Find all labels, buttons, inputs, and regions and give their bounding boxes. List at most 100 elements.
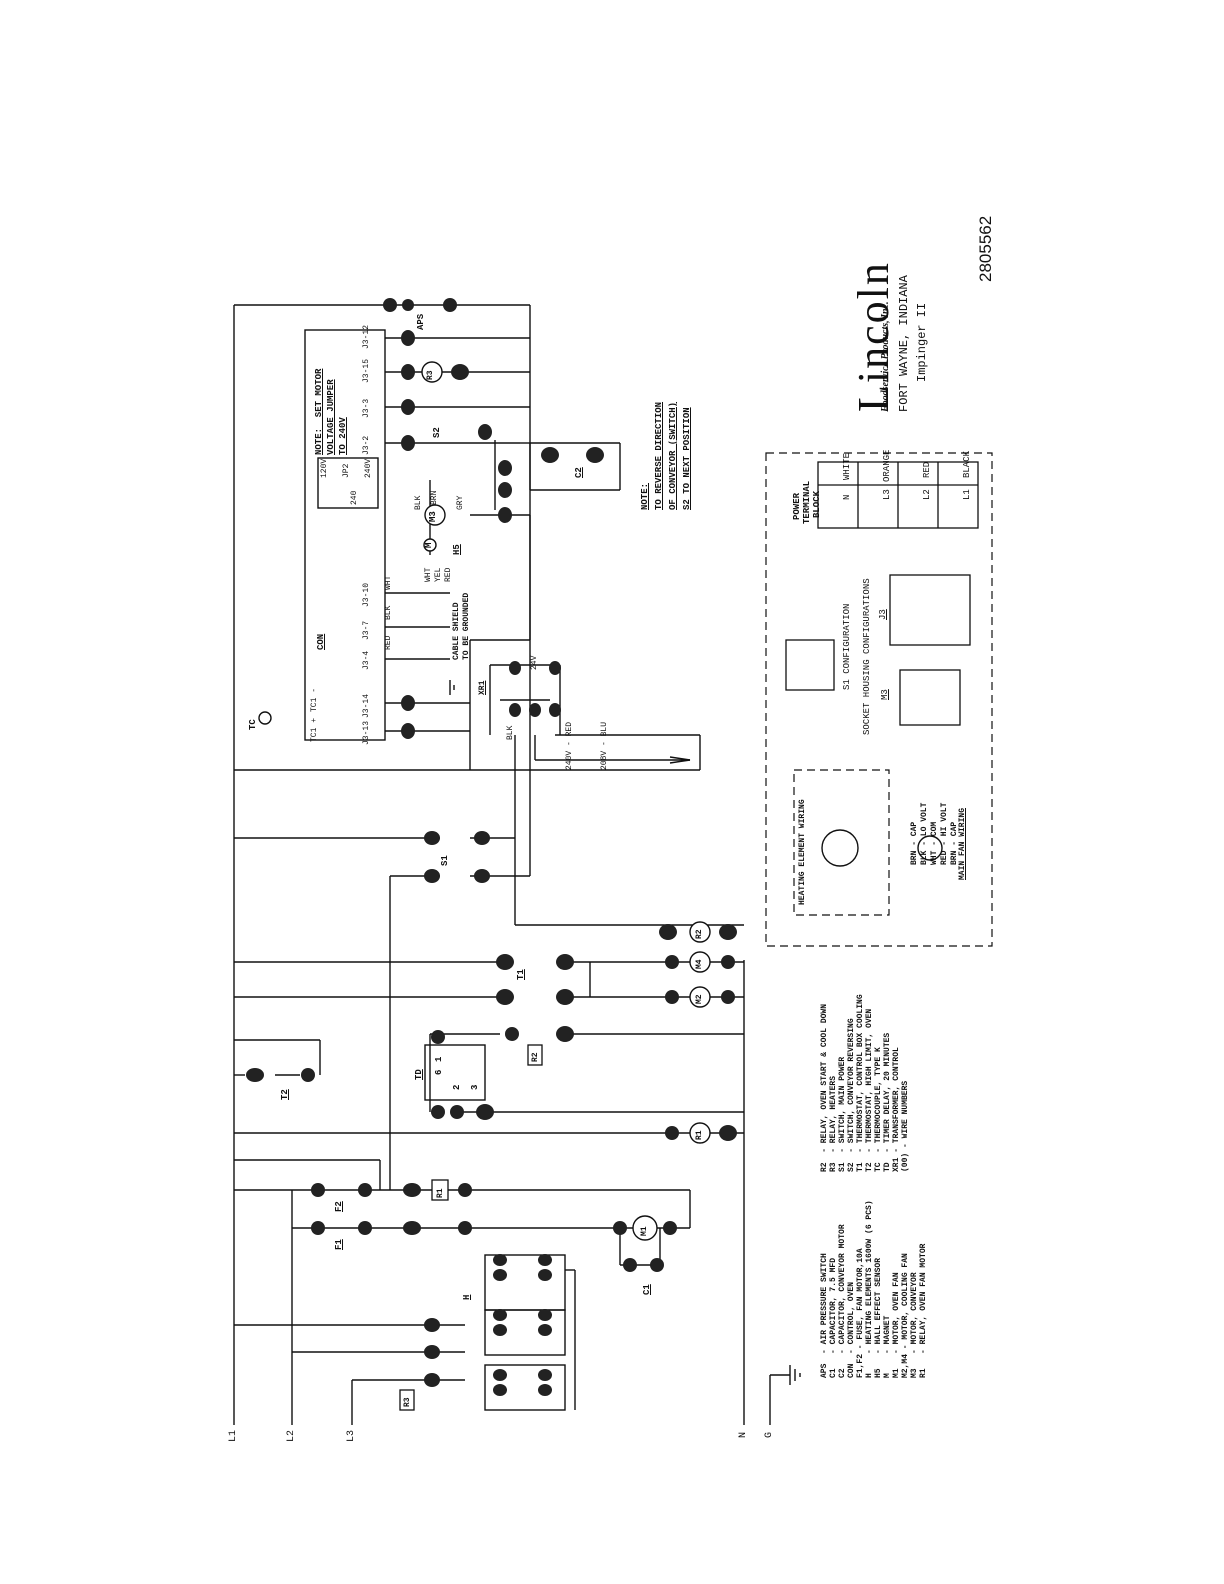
jumper-120v: 120V (320, 458, 329, 478)
power-block-color: WHITE (842, 452, 852, 480)
sensor-yel: YEL (434, 567, 443, 582)
con-tc-plus: TC1 + (310, 717, 319, 742)
note-reverse-4: S2 TO NEXT POSITION (682, 407, 692, 510)
con-terminal-j3-15: J3-15 (362, 358, 371, 383)
r2-load-label: R2 (695, 929, 704, 939)
main-fan-line: BRN - CAP (950, 821, 959, 865)
brand-logo: Lincoln (849, 261, 898, 412)
power-block-color: BLACK (962, 450, 972, 478)
xr1-tap-208: 208V - BLU (600, 721, 609, 770)
s1-label: S1 (440, 855, 450, 866)
power-block-term: N (842, 494, 852, 500)
legend-item: H5 - HALL EFFECT SENSOR (874, 1257, 883, 1378)
sensor-red: RED (444, 567, 453, 582)
r1-label: R1 (436, 1188, 445, 1198)
main-fan-line: BRN - CAP (910, 821, 919, 865)
sensor-wht: WHT (424, 567, 433, 582)
main-fan-line: BLK - LO VOLT (920, 802, 929, 865)
wire-color-blk: BLK (384, 605, 393, 620)
con-tc-minus: TC1 - (310, 687, 319, 712)
note-reverse-2: TO REVERSE DIRECTION (654, 401, 664, 510)
power-block-color: RED (922, 461, 932, 478)
con-terminal-j3-14: J3-14 (362, 693, 371, 718)
legend-item: S2 - SWITCH, CONVEYOR REVERSING (847, 1018, 856, 1172)
con-terminal-j3-4: J3-4 (362, 650, 371, 670)
note-motor-voltage-1: NOTE: SET MOTOR (314, 368, 324, 455)
m3-label: M3 (428, 511, 438, 522)
h5-label: H5 (452, 544, 462, 555)
socket-housing-label: SOCKET HOUSING CONFIGURATIONS (862, 578, 872, 735)
power-block-term: L3 (882, 489, 892, 500)
legend-item: M1 - MOTOR, OVEN FAN (892, 1272, 901, 1378)
con-terminal-j3-13: J3-13 (362, 720, 371, 745)
socket-j3-label: J3 (878, 609, 888, 620)
m3-blk: BLK (414, 495, 423, 510)
legend-item: M - MAGNET (883, 1315, 892, 1378)
r3-top-label: R3 (426, 370, 435, 380)
con-label: CON (316, 633, 326, 650)
m3-gry: GRY (456, 495, 465, 510)
legend-item: R2 - RELAY, OVEN START & COOL DOWN (820, 1003, 829, 1172)
r1-load-label: R1 (695, 1130, 704, 1140)
legend-item: (00) - WIRE NUMBERS (901, 1080, 910, 1172)
legend-item: T1 - THERMOSTAT, CONTROL BOX COOLING (856, 994, 865, 1172)
legend-item: H - HEATING ELEMENTS 1600W (6 PCS) (865, 1200, 874, 1378)
s1-config-label: S1 CONFIGURATION (842, 603, 852, 690)
td-pin-6: 6 (434, 1069, 444, 1075)
legend-item: F1,F2 - FUSE, FAN MOTOR,10A (856, 1248, 865, 1378)
legend-item: XR1 - TRANSFORMER, CONTROL (892, 1047, 901, 1172)
legend-item: M3 - MOTOR, CONVEYOR (910, 1272, 919, 1378)
power-block-term: L2 (922, 489, 932, 500)
xr1-24v: 24V (530, 655, 539, 670)
line-label-l2: L2 (286, 1429, 297, 1442)
r3-label: R3 (403, 1397, 412, 1407)
legend-item: C1 - CAPACITOR, 7.5 MFD (829, 1257, 838, 1378)
legend-item: TD - TIMER DELAY, 20 MINUTES (883, 1032, 892, 1172)
jumper-jp2: JP2 (342, 463, 351, 478)
legend-item: T2 - THERMOSTAT, HIGH LIMIT, OVEN (865, 1008, 874, 1172)
socket-m3-label: M3 (880, 689, 890, 700)
line-label-l1: L1 (228, 1429, 239, 1442)
m3-brn: BRN (430, 490, 439, 505)
legend-item: M2,M4 - MOTOR, COOLING FAN (901, 1253, 910, 1378)
power-block-title-1: POWER (792, 492, 802, 520)
m2-label: M2 (695, 994, 704, 1004)
power-block-term: L1 (962, 489, 972, 500)
model-name: Impinger II (915, 302, 929, 382)
company-name: Foodservice Products, Inc. (880, 301, 891, 412)
legend-item: R3 - RELAY, HEATERS (829, 1075, 838, 1172)
m-label: M (424, 542, 434, 548)
s2-label: S2 (432, 427, 442, 438)
line-label-n: N (738, 1431, 749, 1438)
main-fan-line: RED - HI VOLT (940, 802, 949, 865)
f2-label: F2 (334, 1201, 344, 1212)
wire-color-red: RED (384, 635, 393, 650)
con-terminal-j3-7: J3-7 (362, 620, 371, 640)
main-fan-line: WHT - COM (930, 821, 939, 865)
heating-wiring-title: HEATING ELEMENT WIRING (798, 799, 807, 905)
line-label-l3: L3 (346, 1429, 357, 1442)
con-terminal-j3-10: J3-10 (362, 582, 371, 607)
con-terminal-j3-3: J3-3 (362, 398, 371, 418)
company-city: FORT WAYNE, INDIANA (897, 275, 911, 412)
power-block-title-2: TERMINAL (802, 480, 812, 524)
power-block-color: ORANGE (882, 449, 892, 482)
power-block-title-3: BLOCK (812, 490, 822, 518)
c1-label: C1 (642, 1284, 652, 1295)
m1-label: M1 (640, 1226, 649, 1236)
td-pin-3: 3 (470, 1084, 480, 1090)
note-cable-shield-2: TO BE GROUNDED (462, 592, 471, 660)
legend-item: R1 - RELAY, OVEN FAN MOTOR (919, 1243, 928, 1378)
legend-item: APS - AIR PRESSURE SWITCH (820, 1253, 829, 1378)
c2-label: C2 (574, 467, 584, 478)
legend-item: C2 - CAPACITOR, CONVEYOR MOTOR (838, 1224, 847, 1378)
td-label: TD (414, 1069, 424, 1080)
legend-item: S1 - SWITCH, MAIN POWER (838, 1056, 847, 1172)
t2-label: T2 (280, 1089, 290, 1100)
note-reverse-1: NOTE: (640, 482, 650, 510)
tc-label: TC (248, 719, 258, 730)
line-label-g: G (764, 1431, 775, 1438)
r2-label: R2 (531, 1052, 540, 1062)
con-terminal-j3-2: J3-2 (362, 435, 371, 455)
